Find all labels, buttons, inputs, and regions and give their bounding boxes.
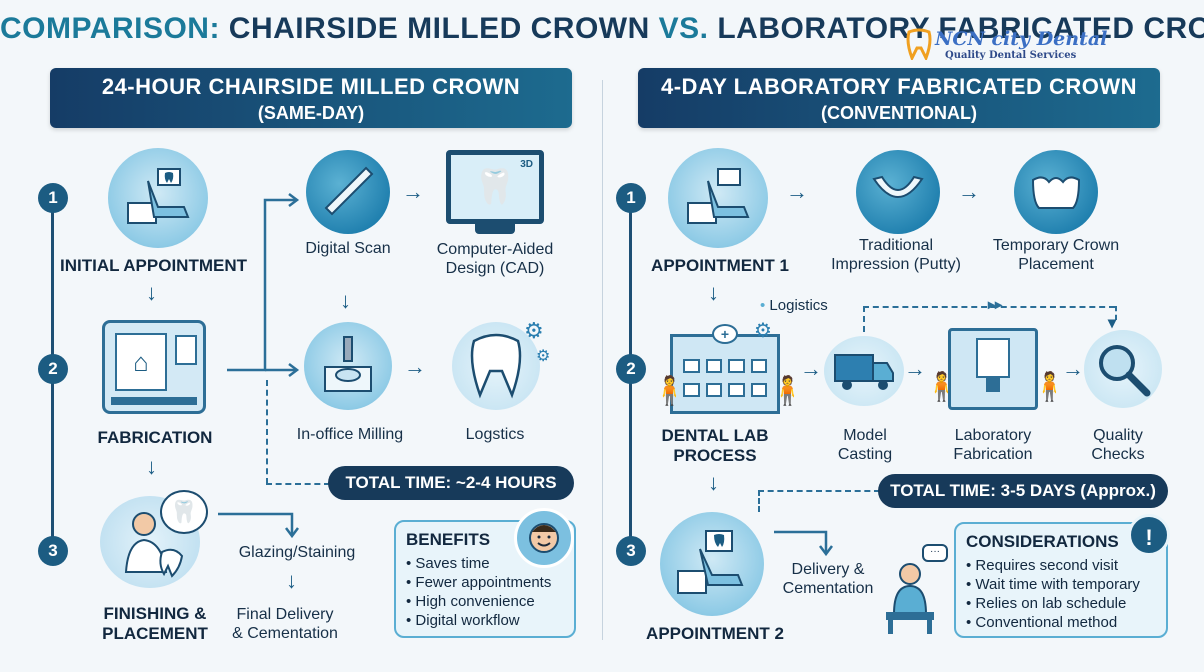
arrow-right-icon: → xyxy=(904,356,926,381)
considerations-heading: CONSIDERATIONS xyxy=(966,532,1119,551)
finishing-label: FINISHING & PLACEMENT xyxy=(102,604,208,643)
dashed-connector xyxy=(266,483,330,485)
consideration-item: Wait time with temporary xyxy=(966,575,1156,594)
arrow-down-icon: ↓ xyxy=(708,280,719,305)
tooth-gears-icon xyxy=(452,322,540,410)
arrow-right-icon: → xyxy=(1062,356,1084,381)
temporary-crown-label: Temporary Crown Placement xyxy=(992,237,1120,273)
arrow-down-icon: ↓ xyxy=(708,470,719,495)
milling-machine-icon: ⌂ xyxy=(102,320,206,414)
milling-label: In-office Milling xyxy=(296,426,404,443)
dashed-connector xyxy=(1115,306,1117,320)
model-casting-label: Model Casting xyxy=(837,427,893,463)
smiling-face-icon xyxy=(514,508,574,568)
dashed-connector xyxy=(863,306,1115,308)
logo-name: NCN city Dental xyxy=(935,28,1108,50)
appointment-2-label: APPOINTMENT 2 xyxy=(646,624,784,643)
dental-lab-building-icon: + 🧍 🧍 xyxy=(652,324,805,416)
right-banner: 4-DAY LABORATORY FABRICATED CROWN (CONVE… xyxy=(638,68,1160,128)
dashed-connector xyxy=(758,490,880,492)
arrow-down-icon: ↓ xyxy=(146,454,157,479)
waiting-patient-icon: ··· xyxy=(880,544,950,638)
logo-tagline: Quality Dental Services xyxy=(945,50,1077,61)
arrow-down-icon: ↓ xyxy=(340,288,351,313)
fabrication-label: FABRICATION xyxy=(97,428,213,447)
arrow-right-icon: → xyxy=(404,354,426,379)
lab-machine-icon: 🧍 🧍 xyxy=(924,324,1067,416)
logstics-label: Logstics xyxy=(465,426,525,443)
temporary-crown-icon xyxy=(1014,150,1098,234)
gear-icon: ⚙ xyxy=(754,320,772,342)
logo: NCN city Dental Quality Dental Services xyxy=(905,28,1107,68)
delivery-truck-icon xyxy=(824,336,904,406)
glazing-label: Glazing/Staining xyxy=(238,544,356,561)
arrow-down-icon: ▾ xyxy=(1108,315,1117,332)
lab-fabrication-label: Laboratory Fabrication xyxy=(953,427,1033,463)
arrow-right-icon: → xyxy=(958,179,980,204)
left-step-number-2: 2 xyxy=(38,354,68,384)
milling-block-icon xyxy=(304,322,392,410)
page-title: COMPARISON: CHAIRSIDE MILLED CROWN VS. L… xyxy=(0,12,1204,45)
arrow-down-icon: ↓ xyxy=(146,280,157,305)
appointment-1-label: APPOINTMENT 1 xyxy=(651,256,789,275)
arrow-right-icon: → xyxy=(402,179,424,204)
speech-bubble-tooth-icon: 🦷 xyxy=(160,490,208,534)
benefit-item: Fewer appointments xyxy=(406,573,564,592)
gear-icon: ⚙ xyxy=(524,318,544,343)
dashed-connector xyxy=(863,306,865,332)
dental-lab-label: DENTAL LAB PROCESS xyxy=(661,426,769,465)
impression-label: Traditional Impression (Putty) xyxy=(831,237,961,273)
arrow-right-down-icon xyxy=(218,512,299,539)
dental-chair-icon xyxy=(660,512,764,616)
arrow-right-icon: → xyxy=(800,356,822,381)
left-banner: 24-HOUR CHAIRSIDE MILLED CROWN (SAME-DAY… xyxy=(50,68,572,128)
dental-chair-icon xyxy=(108,148,208,248)
cad-monitor-icon: 3D🦷 xyxy=(446,150,544,234)
left-step-number-3: 3 xyxy=(38,536,68,566)
initial-appointment-label: INITIAL APPOINTMENT xyxy=(60,256,247,275)
benefit-item: Saves time xyxy=(406,554,564,573)
center-divider xyxy=(602,80,603,640)
benefit-item: High convenience xyxy=(406,592,564,611)
branch-connector xyxy=(227,193,300,377)
arrow-down-icon: ↓ xyxy=(286,568,297,593)
right-step-number-3: 3 xyxy=(616,536,646,566)
magnifier-icon xyxy=(1084,330,1162,408)
digital-scan-label: Digital Scan xyxy=(305,240,391,257)
gear-icon: ⚙ xyxy=(536,348,551,365)
benefit-item: Digital workflow xyxy=(406,611,564,630)
consideration-item: Requires second visit xyxy=(966,556,1156,575)
right-total-time-badge: TOTAL TIME: 3-5 DAYS (Approx.) xyxy=(878,474,1168,508)
logistics-label: • Logistics xyxy=(760,297,828,314)
consideration-item: Relies on lab schedule xyxy=(966,594,1156,613)
right-step-number-2: 2 xyxy=(616,354,646,384)
tooth-logo-icon xyxy=(906,28,932,60)
alert-gear-icon: ! xyxy=(1128,514,1170,556)
consideration-item: Conventional method xyxy=(966,613,1156,632)
dashed-connector xyxy=(266,380,268,484)
right-step-number-1: 1 xyxy=(616,183,646,213)
dashed-connector xyxy=(758,490,760,512)
arrow-right-icon: → xyxy=(786,179,808,204)
arrow-right-down-icon xyxy=(774,530,833,557)
delivery-cementation-label: Delivery & Cementation xyxy=(782,561,874,597)
scanner-wand-icon xyxy=(306,150,390,234)
fast-forward-icon: ▸▸ xyxy=(988,296,1003,312)
considerations-box: CONSIDERATIONS Requires second visit Wai… xyxy=(954,522,1168,638)
dental-chair-icon xyxy=(668,148,768,248)
left-total-time-badge: TOTAL TIME: ~2-4 HOURS xyxy=(328,466,574,500)
left-step-number-1: 1 xyxy=(38,183,68,213)
cad-label: Computer-Aided Design (CAD) xyxy=(436,241,554,277)
quality-checks-label: Quality Checks xyxy=(1091,427,1145,463)
benefits-heading: BENEFITS xyxy=(406,530,491,549)
final-delivery-label: Final Delivery & Cementation xyxy=(232,606,338,642)
putty-tray-icon xyxy=(856,150,940,234)
